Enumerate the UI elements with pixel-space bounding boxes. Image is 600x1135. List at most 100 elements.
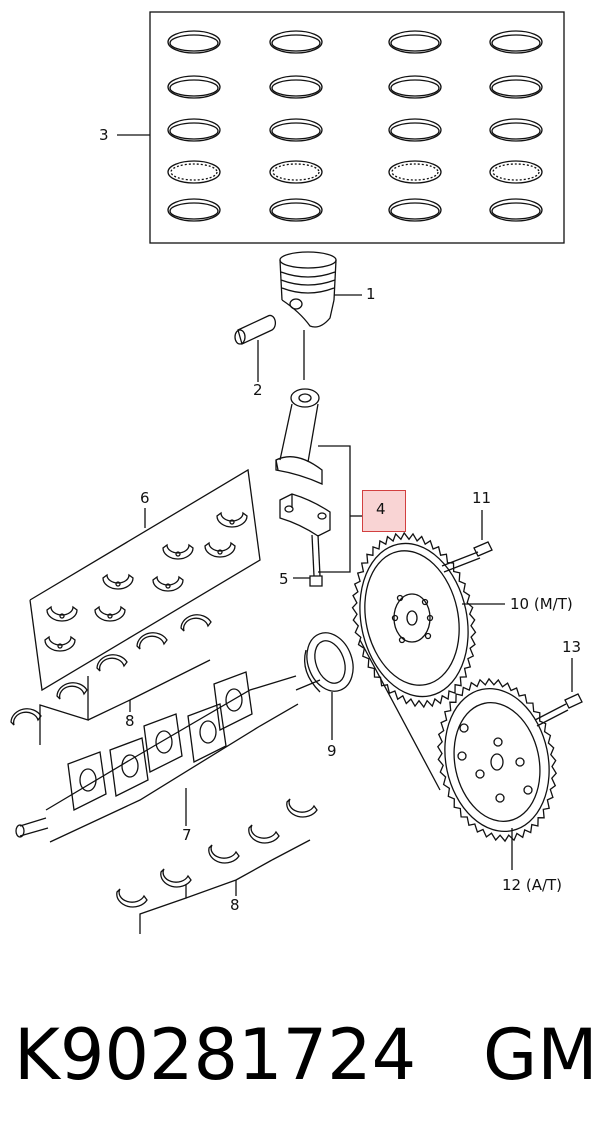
piston-rings [167, 30, 543, 222]
connecting-rod [275, 330, 362, 573]
piston-ring-inner [390, 34, 440, 52]
piston-ring [388, 30, 442, 54]
bearing-shells-upper [44, 511, 248, 652]
crankshaft [15, 671, 321, 843]
oil-ring-expander [492, 163, 540, 181]
oil-ring-expander [170, 163, 218, 181]
callout-13: 13 [562, 638, 582, 656]
piston-ring-inner [169, 202, 219, 220]
connecting-rod-bearings [29, 468, 261, 692]
callout-4-highlight [362, 490, 406, 532]
piston-ring [167, 75, 221, 99]
mounting-hole [475, 769, 485, 779]
callout-11: 11 [472, 489, 492, 507]
exploded-parts-diagram [10, 11, 583, 934]
bolt-hole [421, 598, 429, 606]
bearing-shell [94, 605, 126, 622]
piston-ring-inner [390, 202, 440, 220]
bolt-hole [391, 614, 399, 622]
bearing-shell [56, 682, 88, 700]
bearing-shell [136, 632, 168, 650]
piston-ring-inner [491, 79, 541, 97]
oil-hole [175, 551, 181, 557]
piston-ring-inner [169, 122, 219, 140]
oil-hole [59, 613, 65, 619]
oil-ring-expander [391, 163, 439, 181]
callout-8-upper: 8 [125, 712, 135, 730]
crank-journal [199, 720, 217, 744]
gear-teeth [351, 531, 477, 709]
piston-ring [388, 198, 442, 222]
main-bearings-lower [116, 798, 318, 934]
callout-6: 6 [140, 489, 150, 507]
crank-web [213, 671, 253, 731]
piston-ring [388, 160, 442, 184]
mounting-hole [459, 723, 469, 733]
bearing-shell [102, 573, 134, 590]
bearing-shell [286, 798, 318, 818]
piston-ring [489, 118, 543, 142]
callout-5: 5 [279, 570, 289, 588]
callout-10: 10 (M/T) [510, 595, 573, 613]
bearing-shells [116, 798, 318, 908]
driveplate-bolt [534, 658, 583, 727]
piston-ring [489, 30, 543, 54]
piston-ring-inner [169, 34, 219, 52]
piston-ring-inner [491, 202, 541, 220]
piston-ring-inner [271, 34, 321, 52]
piston-ring [269, 30, 323, 54]
piston-ring [167, 198, 221, 222]
piston-ring [167, 118, 221, 142]
bolt-hole [424, 632, 432, 640]
bearing-shell [162, 543, 194, 560]
crank-journal [121, 754, 139, 778]
mounting-hole [515, 757, 525, 767]
crank-web [67, 751, 107, 811]
mounting-hole [457, 751, 467, 761]
bearing-shell [10, 708, 42, 726]
gear-rim [359, 542, 469, 698]
oil-seal [303, 632, 354, 740]
oil-hole [57, 643, 63, 649]
oil-hole [165, 583, 171, 589]
mounting-hole [523, 785, 533, 795]
part-number-caption: K90281724 GM [14, 1005, 598, 1105]
main-bearings-upper [10, 614, 212, 745]
callout-1: 1 [366, 285, 376, 303]
oil-hole [229, 519, 235, 525]
callout-12: 12 (A/T) [502, 876, 563, 894]
piston-ring [269, 75, 323, 99]
callout-9: 9 [327, 742, 337, 760]
flywheel-bolt [441, 510, 493, 573]
piston-ring [167, 160, 221, 184]
piston-ring [489, 75, 543, 99]
callout-2: 2 [253, 381, 263, 399]
bearing-shell [208, 844, 240, 864]
piston-ring-inner [491, 34, 541, 52]
piston-ring [269, 198, 323, 222]
bearing-shell [96, 654, 128, 672]
piston-ring [388, 118, 442, 142]
oil-ring-expander [272, 163, 320, 181]
brand-name: GM [482, 1014, 598, 1096]
callout-8-lower: 8 [230, 896, 240, 914]
bearing-shell [116, 888, 148, 908]
bearing-shell [46, 605, 78, 622]
crank-journal [155, 730, 173, 754]
piston-ring-set [117, 11, 565, 244]
crank-webs [67, 671, 253, 811]
part-number: K90281724 [14, 1014, 417, 1096]
bearing-shell [204, 541, 236, 558]
piston-ring-inner [491, 122, 541, 140]
piston-ring-inner [271, 122, 321, 140]
oil-hole [217, 549, 223, 555]
oil-hole [107, 613, 113, 619]
callout-4: 4 [376, 500, 386, 518]
crank-journal [79, 768, 97, 792]
bearing-shell [160, 868, 192, 888]
piston-ring [388, 75, 442, 99]
bearing-shells [10, 614, 212, 726]
piston [279, 251, 362, 328]
oil-hole [115, 581, 121, 587]
piston-ring [489, 160, 543, 184]
